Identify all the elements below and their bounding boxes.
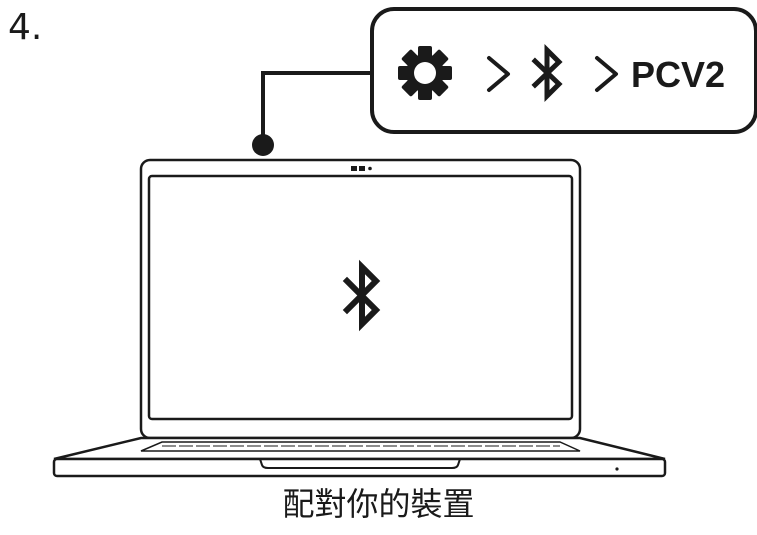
gear-icon xyxy=(398,46,452,100)
power-led xyxy=(615,467,619,471)
caption: 配對你的裝置 xyxy=(282,485,475,523)
step-number: 4. xyxy=(8,7,43,48)
bluetooth-icon xyxy=(531,43,563,103)
laptop-screen xyxy=(147,174,574,421)
pairing-illustration: PCV2 xyxy=(52,7,757,478)
laptop-base xyxy=(52,457,667,478)
trackpad-notch xyxy=(259,458,461,469)
laptop xyxy=(52,158,667,478)
chevron-right-icon xyxy=(595,56,618,92)
camera xyxy=(351,166,372,171)
chevron-right-icon xyxy=(487,56,510,92)
settings-callout: PCV2 xyxy=(370,7,757,134)
keyboard-deck xyxy=(53,436,666,461)
callout-connector xyxy=(252,71,372,156)
device-name: PCV2 xyxy=(631,54,725,95)
bluetooth-icon xyxy=(342,259,381,332)
